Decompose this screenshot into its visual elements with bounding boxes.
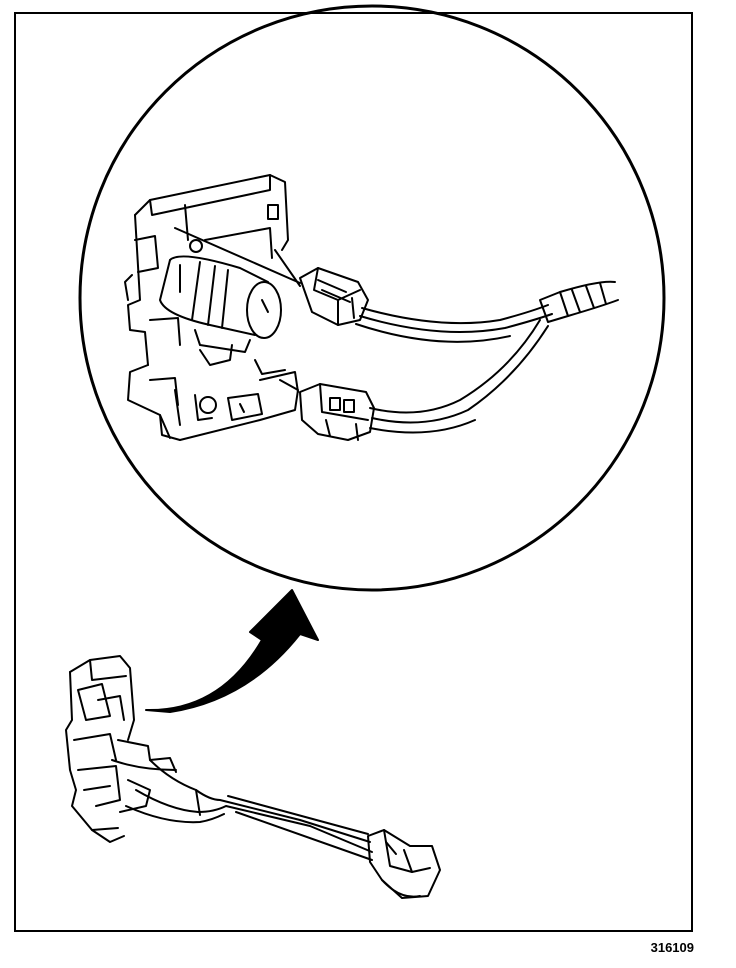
upper-connector <box>299 267 369 326</box>
switch-housing <box>124 174 299 441</box>
figure-number: 316109 <box>651 940 694 955</box>
solenoid-cylinder <box>159 227 301 353</box>
curved-arrow-icon <box>145 589 319 713</box>
magnified-detail <box>78 4 666 592</box>
callout-arrow <box>145 589 319 713</box>
lower-connector <box>299 383 375 441</box>
detail-circle <box>78 4 666 592</box>
switch-assembly <box>65 655 441 899</box>
detail-harness-wires <box>355 280 619 434</box>
diagram-frame <box>14 12 693 932</box>
